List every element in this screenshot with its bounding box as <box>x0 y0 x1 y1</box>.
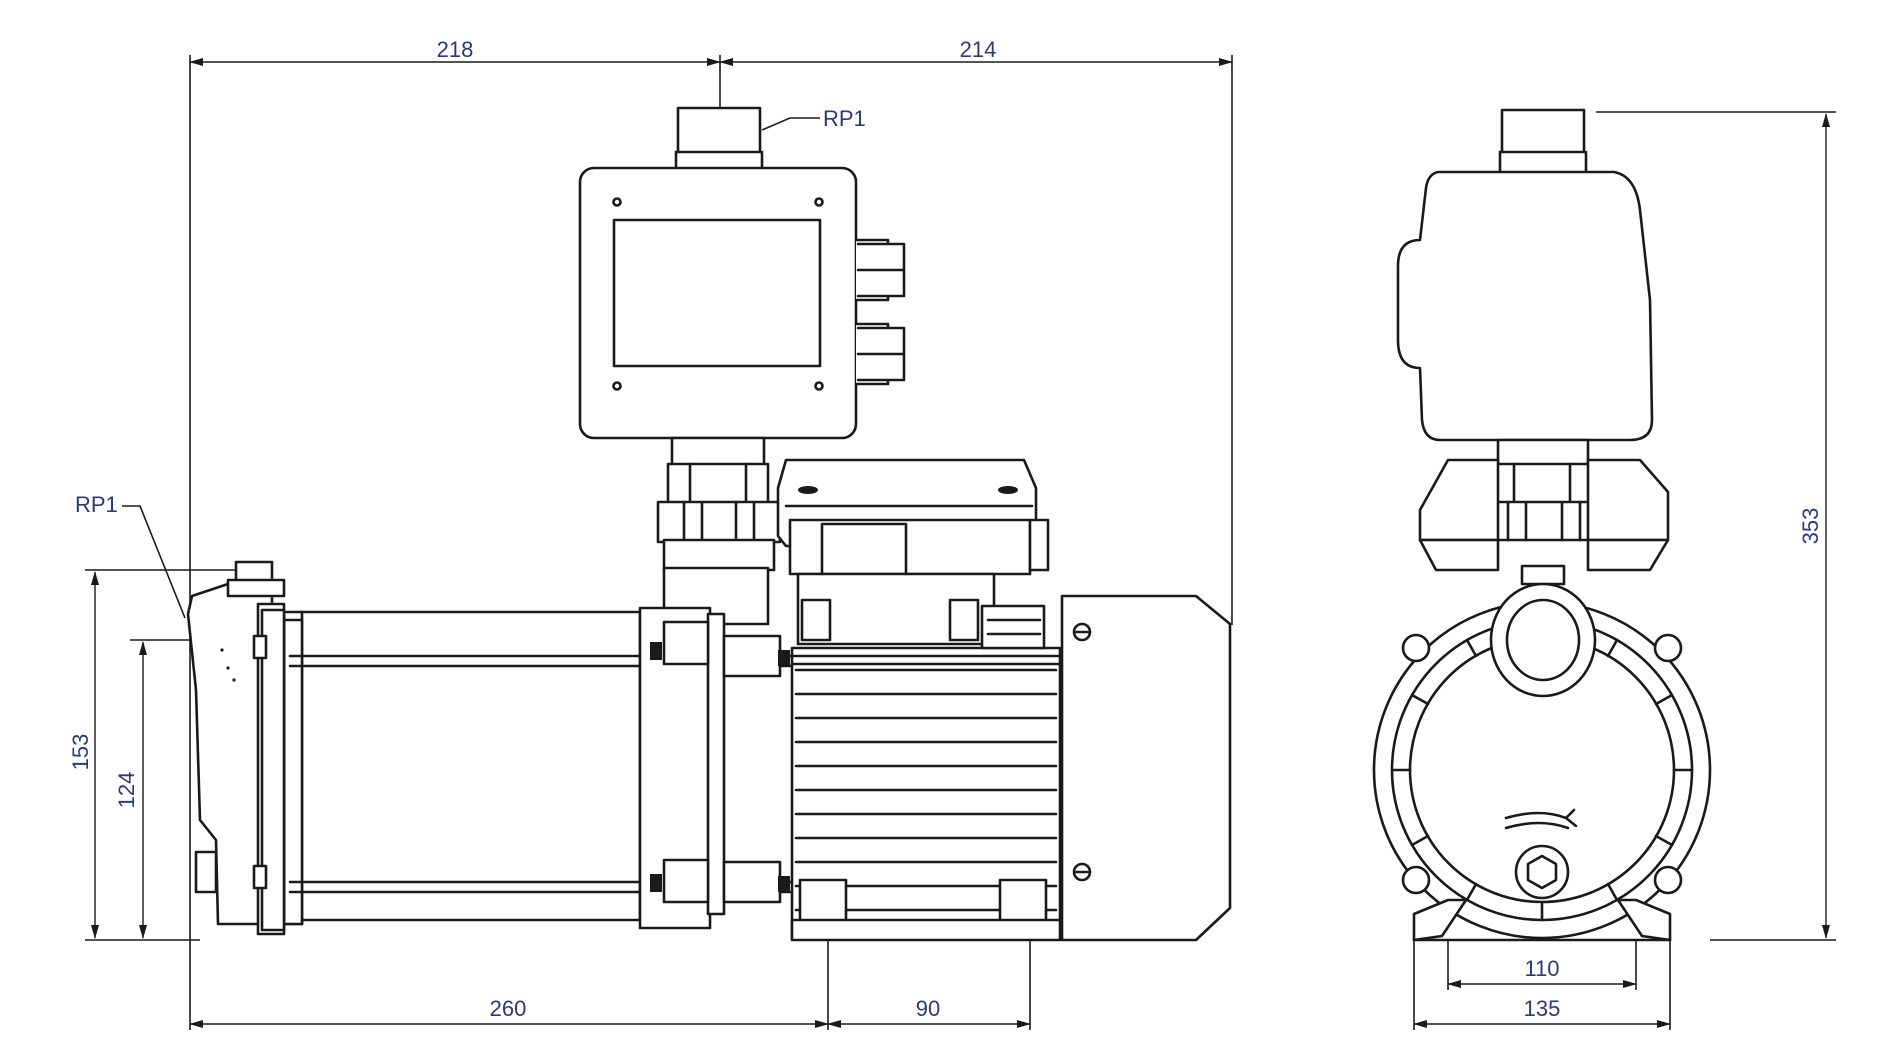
hex-bolt-icon <box>1653 865 1683 895</box>
screw-icon <box>1072 862 1092 882</box>
dim-label-214: 214 <box>960 37 997 62</box>
front-outlet-pipe <box>1498 108 1588 176</box>
union-fitting <box>656 436 782 626</box>
outlet-leader-line <box>761 117 820 131</box>
pump-volute <box>1372 600 1712 940</box>
front-suction-inlet <box>1489 564 1597 698</box>
terminal-box <box>776 458 1050 646</box>
dim-label-353: 353 <box>1798 508 1823 545</box>
hex-bolt-icon <box>1401 865 1431 895</box>
fan-cover <box>1060 594 1232 942</box>
volute-ribs <box>1390 618 1694 922</box>
dim-label-90: 90 <box>916 996 940 1021</box>
dim-label-124: 124 <box>114 772 139 809</box>
inlet-leader-line <box>122 505 186 619</box>
front-union-fitting <box>1478 438 1608 542</box>
hex-bolt-icon <box>1401 633 1431 663</box>
dim-label-135: 135 <box>1524 996 1561 1021</box>
drain-plug <box>194 850 218 894</box>
screw-icon <box>612 381 622 391</box>
dim-label-110: 110 <box>1524 956 1559 981</box>
front-base-feet <box>1412 898 1672 942</box>
pump-inlet-head <box>186 560 286 936</box>
inlet-label: RP1 <box>75 492 118 517</box>
motor-body <box>790 604 1064 942</box>
screw-icon <box>1072 622 1092 642</box>
pump-stages <box>282 606 792 930</box>
rotation-arrow-icon <box>1504 808 1578 828</box>
screw-icon <box>814 381 824 391</box>
screw-icon <box>612 197 622 207</box>
pressure-controller <box>578 166 906 440</box>
side-view: 218 214 153 124 260 90 RP1 RP1 <box>68 37 1233 1030</box>
outlet-pipe <box>674 106 764 178</box>
dim-label-218: 218 <box>437 37 474 62</box>
controller-display-panel <box>612 218 822 368</box>
capacitor-housing <box>980 604 1046 650</box>
screw-icon <box>814 197 824 207</box>
front-view: 353 110 135 <box>1372 108 1836 1030</box>
front-controller-housing <box>1396 170 1654 442</box>
front-terminal-box <box>1418 458 1670 572</box>
dim-label-153: 153 <box>68 734 93 771</box>
hex-bolt-icon <box>1653 633 1683 663</box>
dim-label-260: 260 <box>490 996 527 1021</box>
outlet-label: RP1 <box>823 106 866 131</box>
flange-bolts <box>1401 633 1683 895</box>
